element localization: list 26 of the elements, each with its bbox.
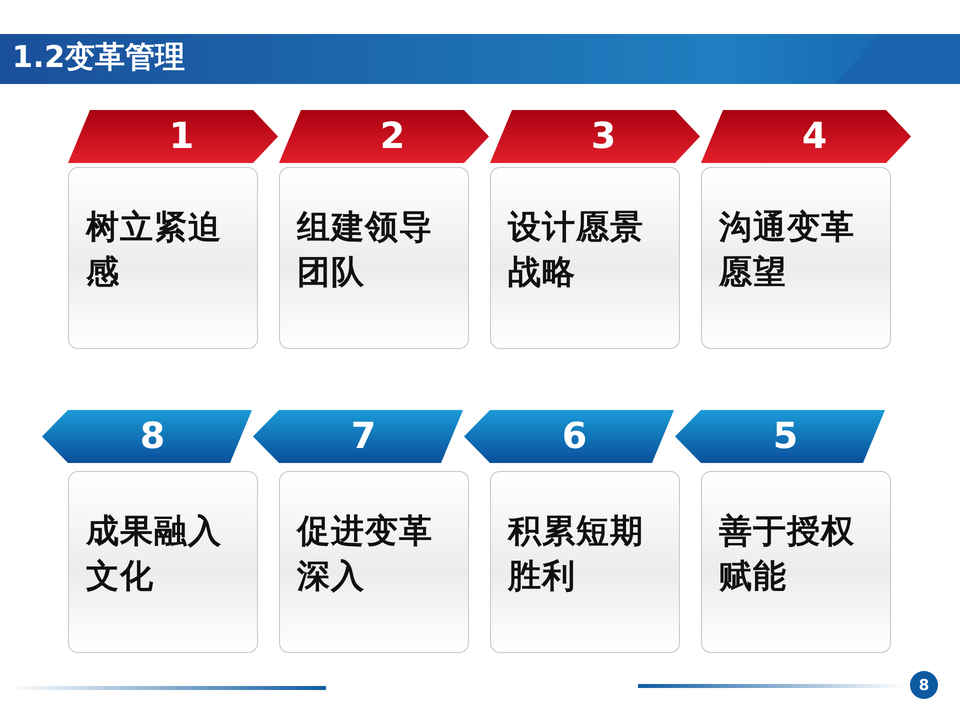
step-number-banner	[279, 110, 489, 163]
step-card: 设计愿景战略	[490, 167, 680, 349]
step-number-banner	[490, 110, 700, 163]
step-card: 善于授权赋能	[701, 471, 891, 653]
step-number: 1	[169, 115, 194, 159]
step-number-banner	[68, 110, 278, 163]
step-card: 促进变革深入	[279, 471, 469, 653]
step-number: 7	[351, 415, 376, 459]
step-number-banner	[42, 410, 252, 463]
title: 1.2变革管理	[12, 39, 186, 77]
step-number: 4	[802, 115, 828, 159]
step-number: 5	[773, 415, 798, 459]
step-number: 6	[562, 415, 588, 459]
step-number-banner	[253, 410, 463, 463]
step-number: 3	[591, 115, 616, 159]
step-number-banner	[701, 110, 911, 163]
step-card: 组建领导团队	[279, 167, 469, 349]
step-card: 树立紧迫感	[68, 167, 258, 349]
step-number-banner	[464, 410, 674, 463]
step-number-banner	[675, 410, 885, 463]
step-number: 8	[140, 415, 166, 459]
page-number: 8	[910, 671, 938, 699]
step-card: 成果融入文化	[68, 471, 258, 653]
step-card: 积累短期胜利	[490, 471, 680, 653]
step-card: 沟通变革愿望	[701, 167, 891, 349]
step-number: 2	[380, 115, 406, 159]
